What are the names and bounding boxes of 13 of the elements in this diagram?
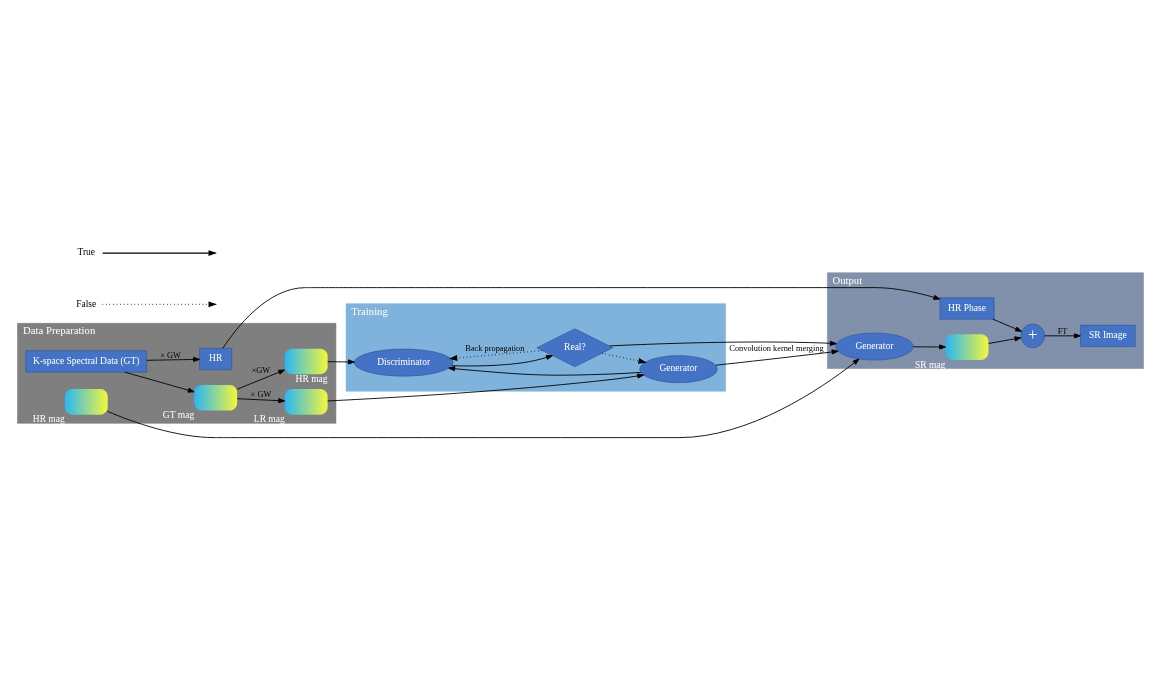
edge-label: FT [1057, 326, 1068, 336]
edge-label: × GW [160, 350, 181, 360]
legend-label: False [76, 298, 97, 309]
edge-label: × GW [250, 390, 272, 400]
edge-label: Back propagation [465, 343, 525, 353]
node-label: HR mag [32, 414, 65, 425]
node-label: LR mag [253, 414, 285, 425]
node-label: GT mag [162, 410, 195, 421]
node-label: HR mag [295, 373, 328, 384]
edge-label: Convolution kernel merging [729, 343, 824, 353]
edge-label: ×GW [251, 366, 271, 376]
node-label: SR mag [914, 359, 946, 370]
legend-label: True [77, 247, 96, 258]
